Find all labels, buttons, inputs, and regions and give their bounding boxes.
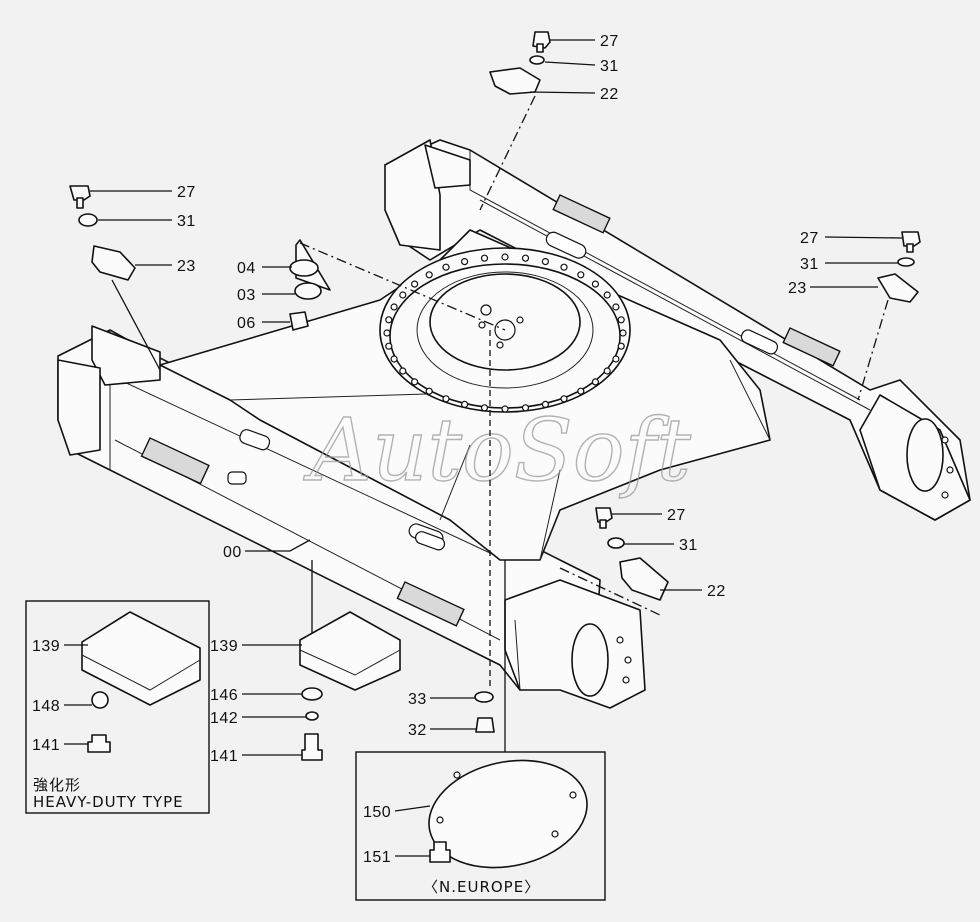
- ring-bolt-hole: [617, 342, 625, 350]
- ring-bolt-hole: [541, 258, 550, 266]
- ring-bolt-hole: [603, 291, 611, 299]
- callout-31-top: 31: [600, 58, 619, 75]
- callout-04: 04: [237, 260, 256, 277]
- ring-bolt-hole: [411, 378, 419, 386]
- ring-bolt-hole: [617, 316, 625, 324]
- callout-151: 151: [363, 849, 391, 866]
- ring-bolt-hole: [591, 280, 600, 288]
- ring-bolt-hole: [385, 342, 393, 350]
- callout-06: 06: [237, 315, 256, 332]
- callout-27-right: 27: [800, 230, 819, 247]
- callout-32: 32: [408, 722, 427, 739]
- ring-bolt-hole: [591, 378, 600, 386]
- ring-bolt-hole: [442, 263, 450, 271]
- ring-bolt-hole: [480, 254, 489, 262]
- callout-148: 148: [32, 698, 60, 715]
- heavy-duty-title-en: HEAVY-DUTY TYPE: [33, 793, 184, 811]
- callout-31-mid: 31: [679, 537, 698, 554]
- ring-bolt-hole: [399, 367, 407, 375]
- callout-141-box: 141: [32, 737, 60, 754]
- heavy-duty-title-jp: 強化形: [33, 776, 81, 794]
- callout-31-right: 31: [800, 256, 819, 273]
- left-guard-assembly: [69, 185, 161, 371]
- ring-bolt-hole: [383, 329, 391, 337]
- ring-bolt-hole: [612, 355, 620, 363]
- callout-150: 150: [363, 804, 391, 821]
- callout-142: 142: [210, 710, 238, 727]
- callout-139: 139: [210, 638, 238, 655]
- ring-bolt-hole: [603, 367, 611, 375]
- ring-bolt-hole: [385, 316, 393, 324]
- callout-31-left: 31: [177, 213, 196, 230]
- ring-bolt-hole: [501, 253, 509, 261]
- callout-23-left: 23: [177, 258, 196, 275]
- callout-27-mid: 27: [667, 507, 686, 524]
- ring-bolt-hole: [399, 291, 407, 299]
- ring-bolt-hole: [480, 404, 489, 412]
- ring-bolt-hole: [560, 263, 568, 271]
- callout-22-top: 22: [600, 86, 619, 103]
- ring-bolt-hole: [619, 329, 627, 337]
- callout-33: 33: [408, 691, 427, 708]
- right-guard-assembly: [857, 231, 921, 401]
- ring-bolt-hole: [541, 400, 550, 408]
- ring-bolt-hole: [425, 387, 433, 395]
- ring-bolt-hole: [521, 254, 530, 262]
- callout-23-right: 23: [788, 280, 807, 297]
- ring-bolt-hole: [411, 280, 419, 288]
- shoe-holder-assembly: [299, 611, 401, 761]
- heavy-duty-inset: 強化形 HEAVY-DUTY TYPE: [25, 600, 210, 814]
- watermark: AutoSoft: [303, 401, 691, 501]
- ring-bolt-hole: [612, 303, 620, 311]
- callout-141: 141: [210, 748, 238, 765]
- bottom-bolts: [474, 691, 495, 733]
- ring-bolt-hole: [425, 271, 433, 279]
- ring-bolt-hole: [560, 395, 568, 403]
- ring-bolt-hole: [501, 405, 509, 413]
- ring-bolt-hole: [461, 400, 469, 408]
- europe-caption: 〈N.EUROPE〉: [423, 878, 540, 896]
- callout-22-mid: 22: [707, 583, 726, 600]
- top-guard-assembly: [479, 31, 551, 211]
- ring-bolt-hole: [521, 404, 530, 412]
- cover-assembly: [289, 239, 506, 331]
- ring-bolt-hole: [577, 271, 585, 279]
- callout-00: 00: [223, 544, 242, 561]
- callout-146: 146: [210, 687, 238, 704]
- callout-03: 03: [237, 287, 256, 304]
- callouts: 27 31 22 27 31 23 04 03 06 27 31 23 27 3…: [32, 33, 903, 866]
- ring-bolt-hole: [390, 303, 398, 311]
- callout-27-left: 27: [177, 184, 196, 201]
- ring-bolt-hole: [577, 387, 585, 395]
- callout-27-top: 27: [600, 33, 619, 50]
- ring-bolt-hole: [461, 258, 469, 266]
- ring-bolt-hole: [390, 355, 398, 363]
- ring-bolt-holes: [383, 253, 627, 413]
- ring-bolt-hole: [442, 395, 450, 403]
- track-frame: [57, 139, 971, 709]
- mid-guard-assembly: [559, 507, 669, 616]
- callout-139-box: 139: [32, 638, 60, 655]
- europe-inset: 〈N.EUROPE〉: [355, 751, 606, 901]
